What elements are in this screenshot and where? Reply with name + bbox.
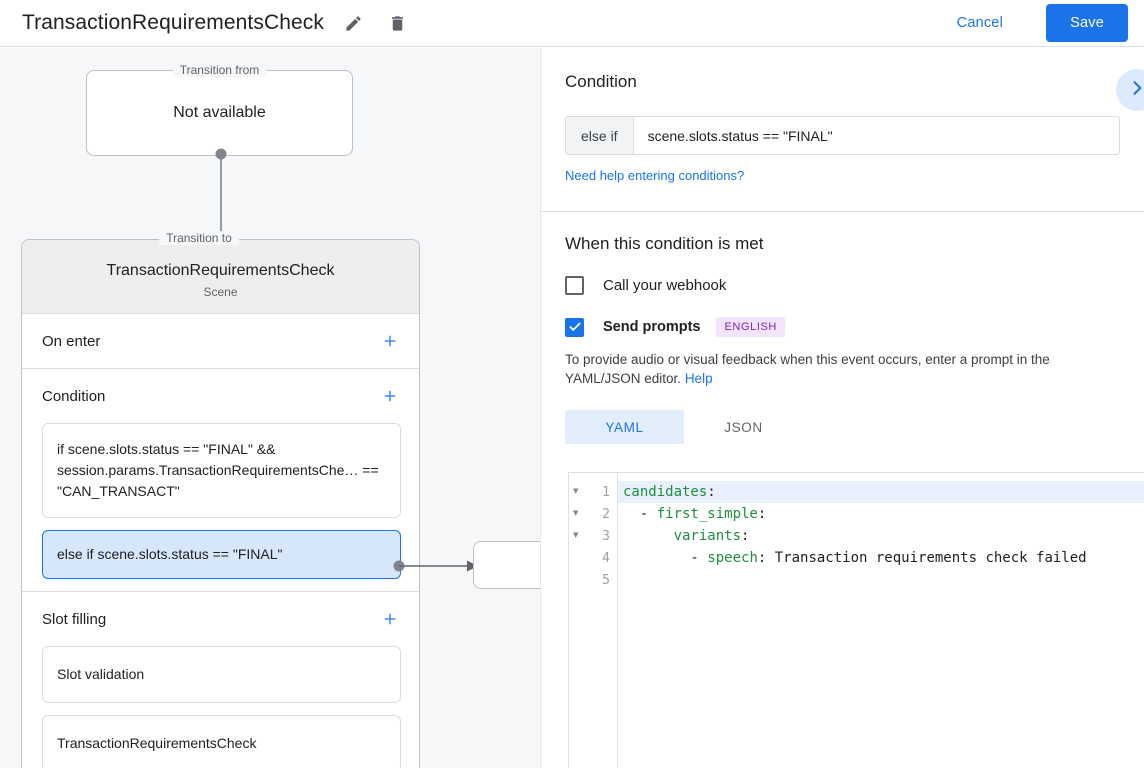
send-prompts-description: To provide audio or visual feedback when… — [565, 350, 1120, 388]
delete-button[interactable] — [382, 8, 412, 38]
editor-code-area[interactable]: candidates: - first_simple: variants: - … — [618, 473, 1144, 768]
cancel-button[interactable]: Cancel — [949, 7, 1011, 39]
fold-toggle-icon[interactable]: ▼ — [573, 486, 579, 497]
transition-from-legend: Transition from — [172, 63, 267, 77]
section-header-condition: Condition — [22, 369, 419, 423]
editor-code-line[interactable]: - speech: Transaction requirements check… — [623, 550, 1087, 566]
transition-to-node[interactable]: TransactionRequirementsCheck Scene On en… — [21, 239, 420, 768]
line-number-label: 5 — [602, 572, 610, 588]
section-header-on-enter: On enter — [22, 314, 419, 368]
section-header-slot-filling: Slot filling — [22, 592, 419, 646]
editor-line-number: ▼1 — [569, 481, 617, 503]
tab-json[interactable]: JSON — [724, 419, 763, 435]
panel-when-met-heading: When this condition is met — [565, 234, 764, 253]
editor-format-tabs: YAML JSON — [565, 410, 1120, 444]
editor-line-number: ▼3 — [569, 525, 617, 547]
help-link[interactable]: Help — [684, 371, 713, 386]
condition-help-link[interactable]: Need help entering conditions? — [565, 168, 745, 183]
app-header: TransactionRequirementsCheck Cancel Save — [0, 0, 1144, 47]
section-title-condition: Condition — [42, 387, 106, 405]
editor-line-number: 4 — [569, 547, 617, 569]
plus-icon — [384, 335, 396, 347]
check-icon — [568, 322, 581, 331]
condition-operator-label: else if — [566, 117, 634, 154]
section-title-on-enter: On enter — [42, 332, 101, 350]
tab-yaml[interactable]: YAML — [565, 410, 684, 444]
transition-to-legend: Transition to — [159, 231, 239, 245]
panel-when-met-section: When this condition is met Call your web… — [541, 212, 1144, 444]
editor-code-line[interactable] — [618, 569, 1144, 591]
send-prompts-checkbox[interactable] — [565, 317, 584, 337]
line-number-label: 2 — [602, 506, 610, 522]
panel-condition-heading: Condition — [565, 72, 637, 91]
add-slot-filling-button[interactable] — [379, 608, 401, 630]
add-on-enter-button[interactable] — [379, 330, 401, 352]
section-on-enter: On enter — [22, 314, 419, 369]
fold-toggle-icon[interactable]: ▼ — [573, 508, 579, 519]
panel-condition-section: Condition else if Need help entering con… — [541, 48, 1144, 212]
editor-code-line[interactable]: candidates: — [618, 481, 1144, 503]
plus-icon — [384, 390, 396, 402]
add-condition-button[interactable] — [379, 385, 401, 407]
line-number-label: 1 — [602, 484, 610, 500]
editor-line-number: ▼2 — [569, 503, 617, 525]
transition-from-node[interactable]: Transition from Not available — [86, 63, 353, 156]
save-button[interactable]: Save — [1046, 4, 1128, 42]
send-prompts-label: Send prompts — [603, 319, 701, 335]
line-number-label: 3 — [602, 528, 610, 544]
condition-input-row[interactable]: else if — [565, 116, 1120, 155]
scene-header: TransactionRequirementsCheck Scene — [22, 240, 419, 314]
condition-item-selected[interactable]: else if scene.slots.status == "FINAL" — [42, 530, 401, 579]
section-title-slot-filling: Slot filling — [42, 610, 107, 628]
slot-filling-item[interactable]: Slot validation — [42, 646, 401, 703]
edit-title-button[interactable] — [338, 8, 368, 38]
plus-icon — [384, 613, 396, 625]
transition-from-value: Not available — [173, 104, 266, 121]
pencil-icon — [344, 14, 363, 33]
send-prompts-row[interactable]: Send prompts ENGLISH — [565, 317, 1120, 337]
flow-edge-to-target — [393, 560, 478, 572]
condition-expression-input[interactable] — [633, 117, 1119, 154]
fold-toggle-icon[interactable]: ▼ — [573, 530, 579, 541]
expand-panel-button[interactable] — [1116, 69, 1144, 111]
section-slot-filling: Slot filling Slot validation Transaction… — [22, 592, 419, 768]
trash-icon — [388, 14, 407, 33]
call-webhook-label: Call your webhook — [603, 277, 727, 294]
language-badge: ENGLISH — [716, 317, 785, 337]
section-condition: Condition if scene.slots.status == "FINA… — [22, 369, 419, 592]
slot-filling-item[interactable]: TransactionRequirementsCheck — [42, 715, 401, 768]
editor-code-line[interactable]: variants: — [673, 528, 750, 544]
scene-name: TransactionRequirementsCheck — [106, 262, 335, 279]
editor-code-line[interactable]: - first_simple: — [623, 506, 767, 522]
webhook-row[interactable]: Call your webhook — [565, 276, 1120, 295]
page-title: TransactionRequirementsCheck — [22, 11, 324, 34]
call-webhook-checkbox[interactable] — [565, 276, 584, 295]
editor-line-number: 5 — [569, 569, 617, 591]
chevron-right-icon — [1127, 78, 1144, 103]
line-number-label: 4 — [602, 550, 610, 566]
send-prompts-description-text: To provide audio or visual feedback when… — [565, 352, 1050, 386]
condition-item[interactable]: if scene.slots.status == "FINAL" && sess… — [42, 423, 401, 518]
scene-type: Scene — [203, 285, 238, 299]
